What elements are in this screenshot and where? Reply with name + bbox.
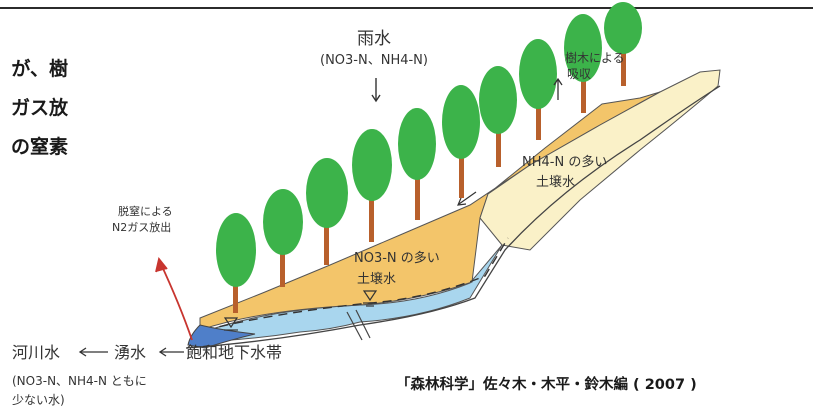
- river-water-label: 河川水: [12, 343, 60, 362]
- tree: [216, 213, 256, 313]
- denitrification-label-1: 脱窒による: [118, 204, 173, 218]
- soil-nh4-label-2: 土壌水: [536, 175, 575, 190]
- low-nitrogen-note-1: (NO3-N、NH4-N ともに: [12, 374, 147, 388]
- tree: [604, 2, 642, 86]
- tree: [564, 14, 602, 113]
- tree: [519, 39, 557, 140]
- body-text-line-1: が、樹: [11, 58, 68, 80]
- soil-nh4-label-1: NH4-N の多い: [522, 154, 607, 170]
- tree: [479, 66, 517, 167]
- tree: [398, 108, 436, 220]
- saturated-to-spring-arrow: [158, 347, 184, 357]
- denitrification-red-arrow: [155, 256, 193, 341]
- spring-water-label: 湧水: [114, 343, 146, 362]
- body-text-line-2: ガス放: [10, 97, 68, 119]
- low-nitrogen-note-2: 少ない水): [12, 393, 65, 407]
- soil-no3-label-2: 土壌水: [357, 272, 396, 287]
- tree: [306, 158, 348, 265]
- tree: [263, 189, 303, 287]
- water-table-marker: [223, 290, 378, 331]
- body-text-line-3: の窒素: [10, 136, 68, 158]
- top-rule: [0, 7, 813, 9]
- tree: [442, 85, 480, 198]
- soil-no3-label-1: NO3-N の多い: [354, 250, 440, 266]
- break-mark: [346, 309, 371, 341]
- rain-formula: (NO3-N、NH4-N): [320, 53, 428, 68]
- forest-trees: [216, 2, 642, 313]
- spring-to-river-arrow: [78, 347, 108, 357]
- tree-uptake-up-arrow: [553, 77, 563, 100]
- tree: [352, 129, 392, 242]
- soil-nh4-layer: [479, 69, 721, 251]
- denitrification-label-2: N2ガス放出: [112, 220, 171, 234]
- rain-down-arrow: [371, 78, 381, 103]
- rain-label: 雨水: [357, 29, 391, 49]
- citation: 「森林科学」佐々木・木平・鈴木編 ( 2007 ): [396, 375, 697, 393]
- tree-uptake-label-1: 樹木による: [565, 51, 625, 65]
- saturated-zone-label: 飽和地下水帯: [186, 343, 282, 362]
- tree-uptake-label-2: 吸収: [567, 67, 591, 81]
- bedrock-line: [185, 85, 721, 349]
- nh4-to-no3-arrow: [457, 191, 477, 206]
